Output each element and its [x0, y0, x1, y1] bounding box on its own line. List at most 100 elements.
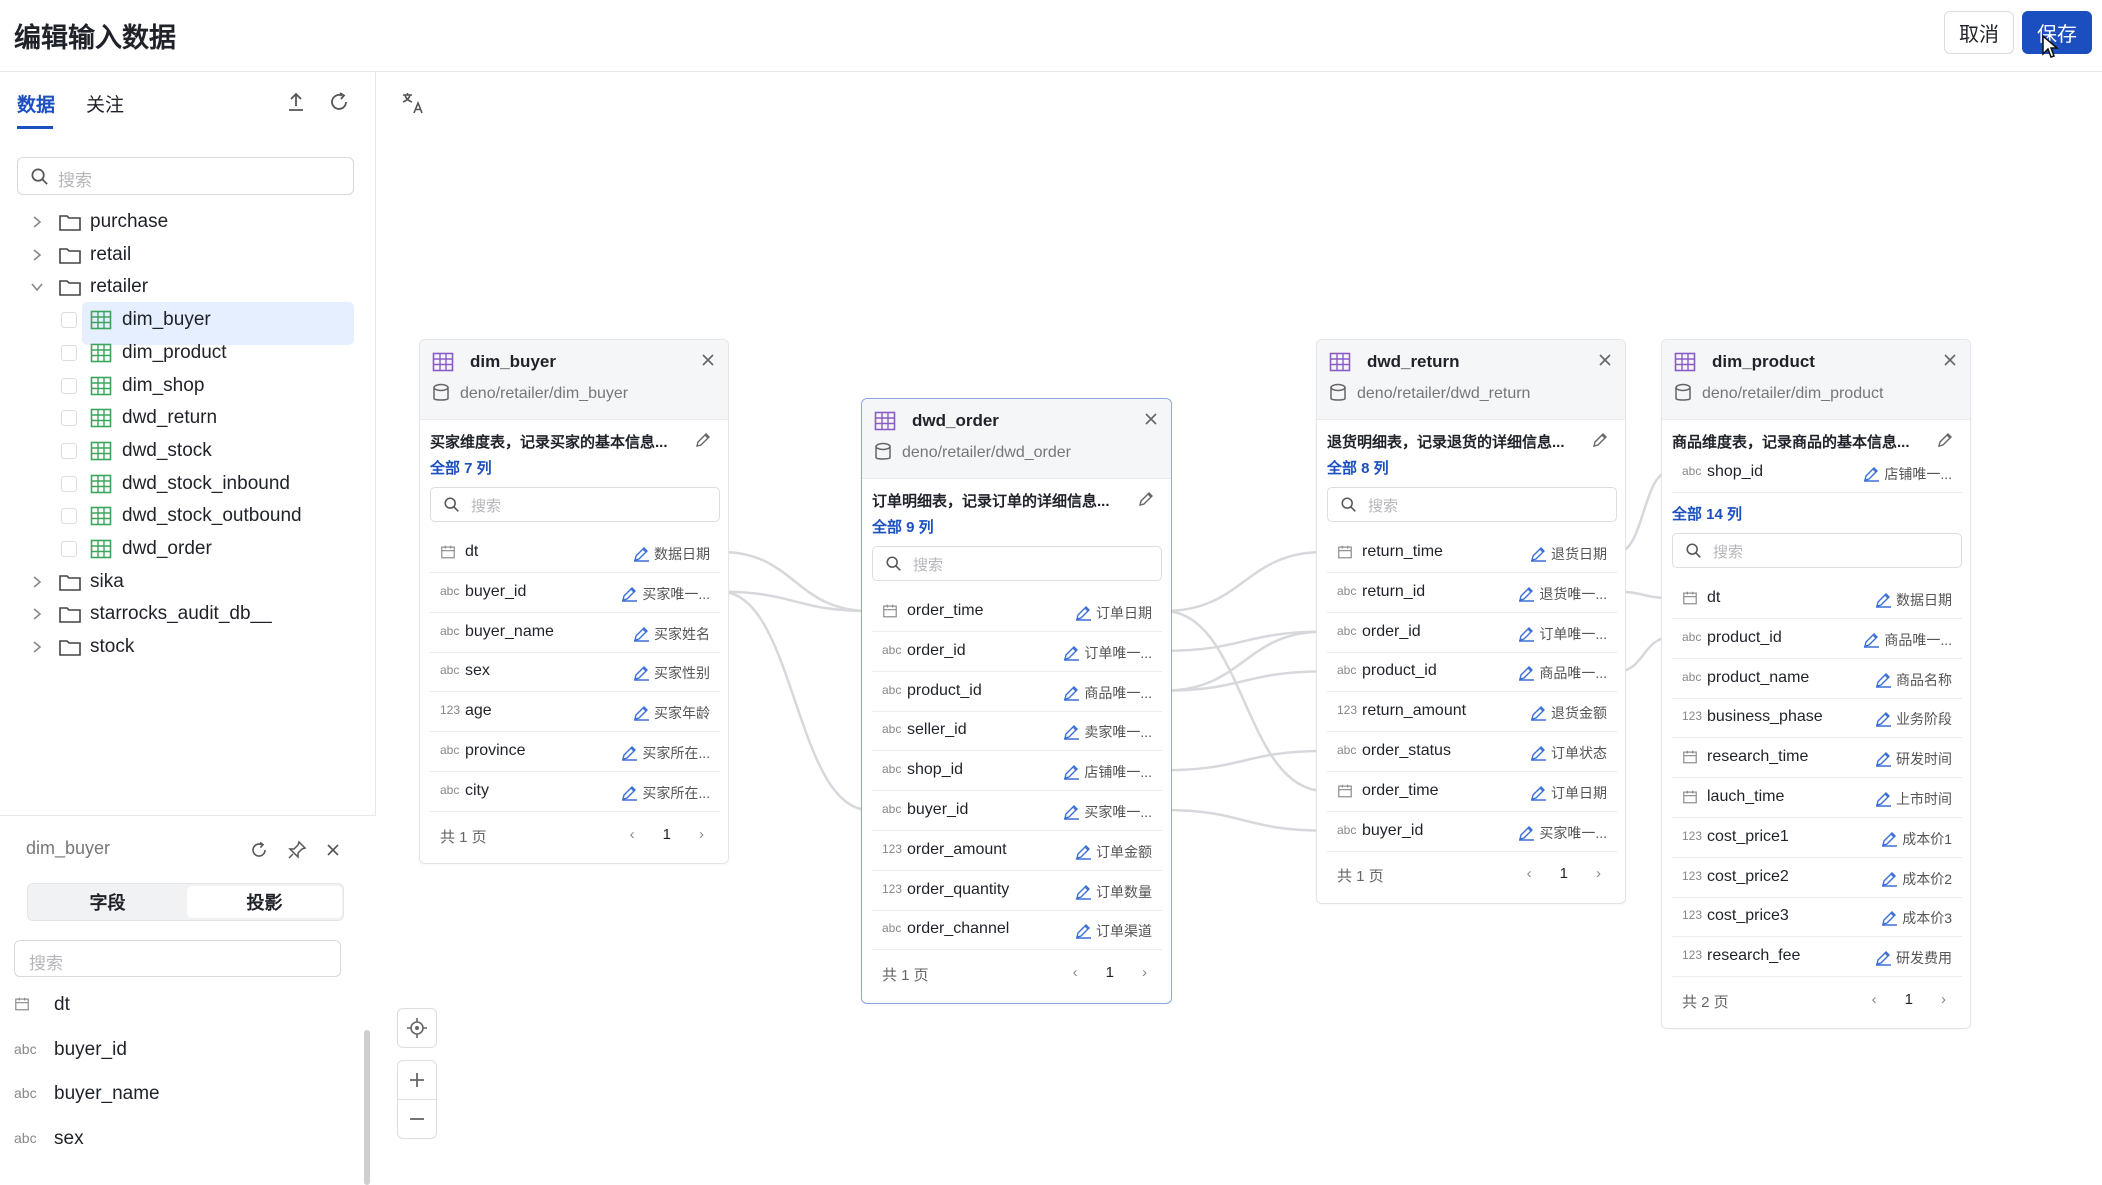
field-edit-icon[interactable] — [1530, 744, 1547, 761]
column-count[interactable]: 全部 9 列 — [872, 519, 934, 536]
field-edit-icon[interactable] — [1518, 824, 1535, 841]
tree-table-item[interactable]: dim_shop — [0, 366, 376, 406]
field-edit-icon[interactable] — [1063, 803, 1080, 820]
field-edit-icon[interactable] — [1518, 585, 1535, 602]
tree-table-item[interactable]: dwd_order — [0, 529, 376, 569]
field-edit-icon[interactable] — [621, 744, 638, 761]
checkbox[interactable] — [61, 508, 77, 525]
tree-table-item[interactable]: dwd_stock_inbound — [0, 464, 376, 504]
tree-folder[interactable]: starrocks_audit_db__ — [0, 594, 376, 634]
upload-icon[interactable] — [284, 90, 308, 114]
checkbox[interactable] — [61, 410, 77, 427]
field-edit-icon[interactable] — [1881, 870, 1898, 887]
translate-icon[interactable] — [400, 90, 426, 116]
next-page-icon[interactable]: › — [1596, 865, 1601, 883]
locate-button[interactable] — [397, 1008, 437, 1048]
field-edit-icon[interactable] — [1875, 790, 1892, 807]
field-edit-icon[interactable] — [1530, 784, 1547, 801]
checkbox[interactable] — [61, 344, 77, 361]
edit-icon[interactable] — [1591, 431, 1609, 449]
refresh-icon[interactable] — [249, 840, 269, 860]
tree-folder[interactable]: sika — [0, 562, 376, 602]
field-edit-icon[interactable] — [1075, 604, 1092, 621]
close-icon[interactable] — [700, 352, 716, 368]
page-number[interactable]: 1 — [662, 825, 671, 843]
next-page-icon[interactable]: › — [1142, 964, 1147, 982]
prev-page-icon[interactable]: ‹ — [1871, 991, 1877, 1008]
checkbox[interactable] — [61, 377, 77, 394]
field-search-input[interactable]: 搜索 — [14, 940, 341, 977]
field-edit-icon[interactable] — [1863, 631, 1880, 648]
prev-page-icon[interactable]: ‹ — [1072, 964, 1078, 982]
field-edit-icon[interactable] — [1875, 671, 1892, 688]
field-edit-icon[interactable] — [1881, 830, 1898, 847]
segment-projection[interactable]: 投影 — [187, 886, 342, 918]
close-icon[interactable] — [1597, 352, 1613, 368]
field-edit-icon[interactable] — [1075, 883, 1092, 900]
field-edit-icon[interactable] — [633, 704, 650, 721]
field-edit-icon[interactable] — [1875, 710, 1892, 728]
field-edit-icon[interactable] — [1518, 625, 1535, 642]
card-search-input[interactable]: 搜索 — [430, 487, 720, 522]
field-row[interactable]: dt — [14, 988, 334, 1028]
field-edit-icon[interactable] — [1875, 591, 1892, 608]
close-icon[interactable] — [323, 840, 343, 860]
next-page-icon[interactable]: › — [699, 825, 704, 843]
column-count[interactable]: 全部 7 列 — [430, 460, 492, 477]
tree-table-item[interactable]: dwd_return — [0, 398, 376, 438]
field-edit-icon[interactable] — [1075, 843, 1092, 860]
refresh-icon[interactable] — [327, 90, 351, 114]
field-edit-icon[interactable] — [633, 625, 650, 642]
field-edit-icon[interactable] — [1063, 723, 1080, 741]
tree-folder[interactable]: purchase — [0, 202, 376, 242]
tree-folder[interactable]: stock — [0, 627, 376, 667]
field-edit-icon[interactable] — [1063, 684, 1080, 701]
chevron-right-icon[interactable] — [29, 214, 45, 230]
close-icon[interactable] — [1143, 411, 1159, 427]
tree-table-item[interactable]: dwd_stock_outbound — [0, 496, 376, 536]
card-search-input[interactable]: 搜索 — [1672, 533, 1962, 568]
segment-fields[interactable]: 字段 — [30, 886, 185, 918]
field-edit-icon[interactable] — [1530, 704, 1547, 721]
prev-page-icon[interactable]: ‹ — [1526, 865, 1532, 883]
checkbox[interactable] — [61, 442, 77, 459]
tree-folder[interactable]: retailer — [0, 267, 376, 307]
chevron-right-icon[interactable] — [29, 606, 45, 622]
tree-table-item[interactable]: dwd_stock — [0, 431, 376, 471]
close-icon[interactable] — [1942, 352, 1958, 368]
